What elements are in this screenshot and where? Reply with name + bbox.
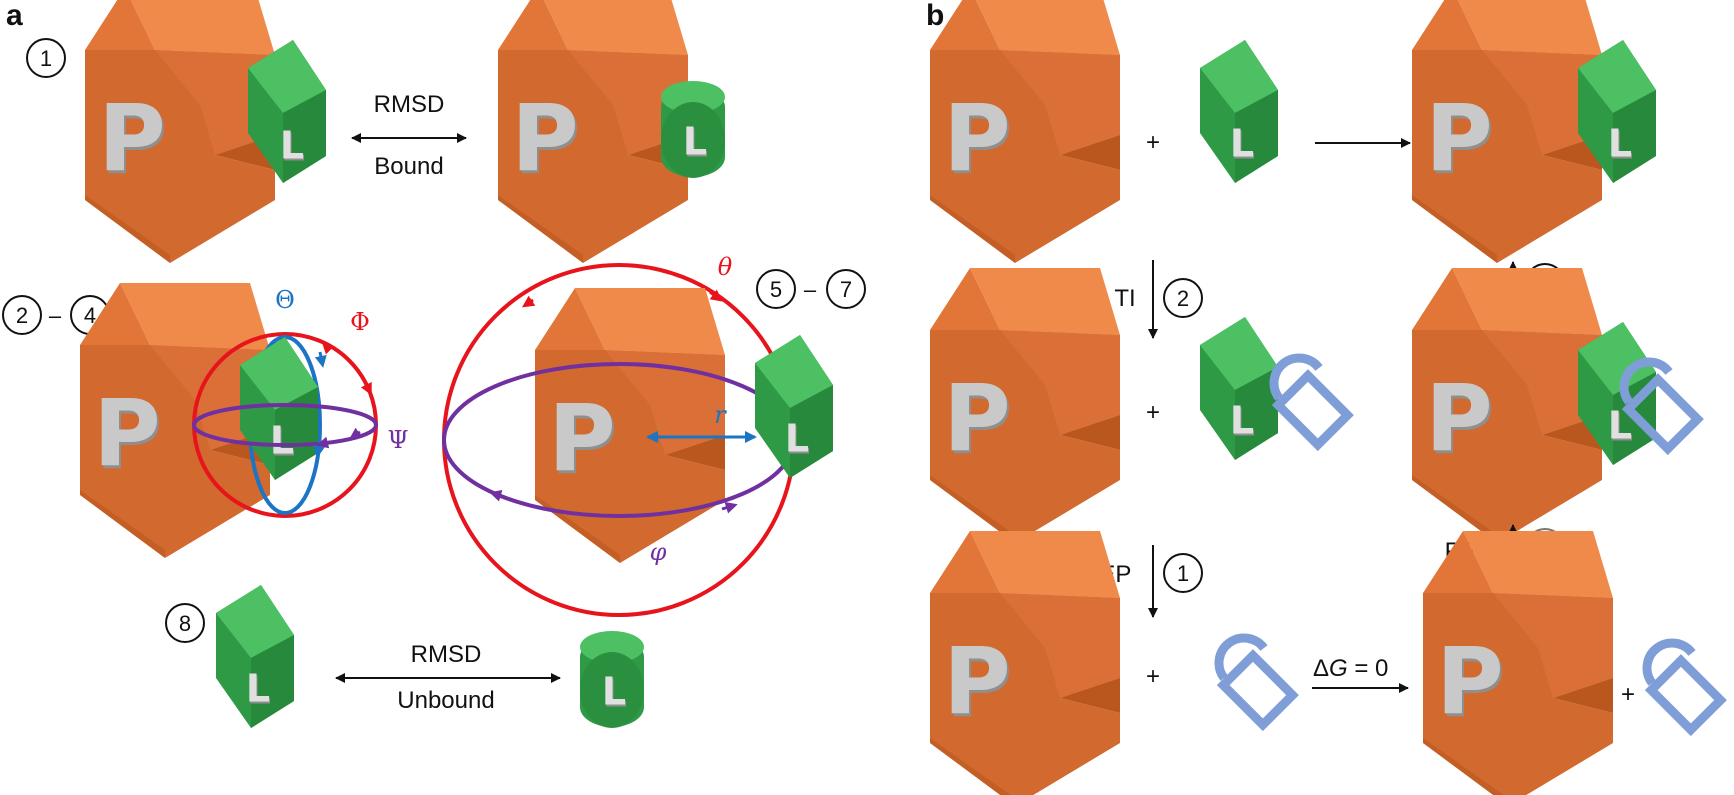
Phi-label: Φ [350,308,370,336]
ligand-block [1200,317,1278,460]
delta-g-equals-zero-label: ΔG = 0 [1313,655,1388,682]
theta-arrowhead [313,439,325,458]
psi-orientation-ellipse [192,403,378,447]
protein-block [1412,268,1602,543]
protein-block [1412,0,1602,263]
ligand-block [755,335,833,478]
ligand-cylinder [661,81,725,178]
phi-label: φ [650,538,667,566]
panel-b-label: b [926,0,944,32]
phi-arrowhead [321,341,335,355]
ligand-cylinder [580,631,644,728]
ligand-block [1200,40,1278,183]
protein-block [930,531,1120,795]
theta-arrowhead [709,289,723,302]
rmsd-unbound-label: RMSD [411,641,482,668]
svg-text:1: 1 [1177,561,1189,586]
ligand-block [216,585,294,728]
step-1-circle: 1 [26,38,66,78]
bound-label: Bound [374,153,443,180]
step-1-circle: 1 [1163,553,1203,593]
ti-label: TI [1114,285,1135,312]
theta-arrowhead [522,295,536,308]
protein-block [85,0,275,263]
step-7-circle: 7 [826,269,866,309]
protein-block [535,288,725,563]
svg-text:7: 7 [840,277,852,302]
step-5-circle: 5 [756,269,796,309]
r-label: r [714,401,727,429]
svg-text:2: 2 [1177,286,1189,311]
protein-block [498,0,688,263]
step-dash: – [804,277,817,302]
unbound-label: Unbound [397,687,494,714]
restraint-lock-icon [1274,358,1348,445]
Psi-label: Ψ [387,426,408,454]
theta-arrowhead [314,351,327,368]
psi-arrowhead [349,427,363,440]
svg-text:8: 8 [179,611,191,636]
step-8-circle: 8 [165,603,205,643]
phi-arrowhead [489,489,506,502]
plus-sign: + [1146,129,1160,156]
svg-text:2: 2 [16,303,28,328]
svg-text:4: 4 [84,303,96,328]
step-2-circle: 2 [2,295,42,335]
panel-a-label: a [6,0,23,32]
restraint-lock-icon [1647,643,1721,730]
plus-sign: + [1146,399,1160,426]
plus-sign: + [1621,681,1635,708]
phi-arrowhead [360,381,372,396]
svg-text:1: 1 [40,46,52,71]
plus-sign: + [1146,663,1160,690]
phi-arrowhead [721,501,738,514]
psi-arrowhead [316,436,331,449]
theta-label: θ [718,253,733,281]
protein-block [930,268,1120,543]
Theta-label: Θ [275,286,295,314]
protein-block [1423,531,1613,795]
restraint-lock-icon [1219,638,1293,725]
step-2-circle: 2 [1163,278,1203,318]
svg-text:5: 5 [770,277,782,302]
step-dash: – [49,303,62,328]
rmsd-bound-label: RMSD [374,91,445,118]
protein-block [930,0,1120,263]
